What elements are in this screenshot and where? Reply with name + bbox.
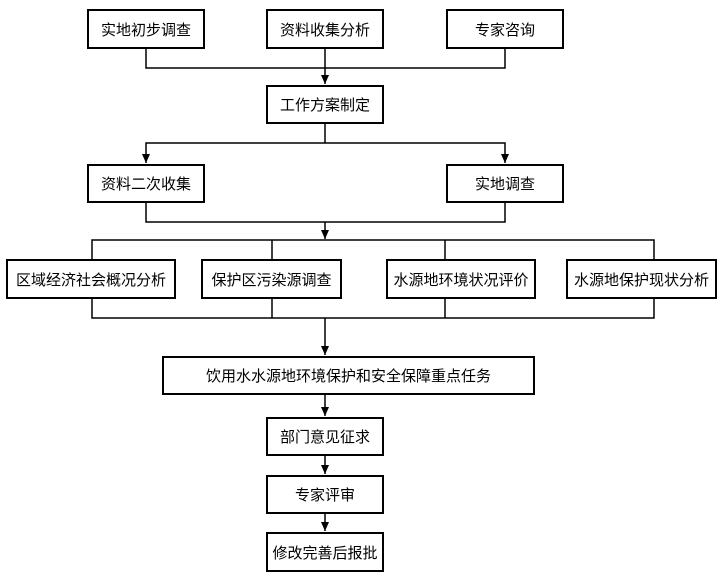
node-revise-and-submit: 修改完善后报批 bbox=[266, 532, 384, 572]
node-expert-consultation: 专家咨询 bbox=[446, 9, 564, 49]
node-regional-socioeconomic-analysis: 区域经济社会概况分析 bbox=[6, 259, 176, 299]
node-department-consultation: 部门意见征求 bbox=[266, 417, 384, 456]
node-field-survey: 实地调查 bbox=[446, 164, 564, 203]
node-work-plan: 工作方案制定 bbox=[266, 85, 384, 124]
node-secondary-data-collection: 资料二次收集 bbox=[87, 164, 205, 203]
arrow-to-field bbox=[325, 142, 509, 163]
node-environment-assessment: 水源地环境状况评价 bbox=[386, 259, 536, 299]
connector-row4-merge bbox=[91, 299, 655, 319]
node-key-tasks: 饮用水水源地环境保护和安全保障重点任务 bbox=[162, 356, 535, 395]
connector-row3-merge bbox=[145, 203, 506, 223]
node-data-collection-analysis: 资料收集分析 bbox=[266, 9, 384, 49]
node-protection-status-analysis: 水源地保护现状分析 bbox=[566, 259, 717, 299]
node-field-preliminary-survey: 实地初步调查 bbox=[87, 9, 205, 49]
node-expert-review: 专家评审 bbox=[266, 475, 384, 514]
connector-row4-bus bbox=[91, 239, 655, 259]
arrow-to-secondary bbox=[142, 142, 325, 163]
node-pollution-source-survey: 保护区污染源调查 bbox=[201, 259, 342, 299]
